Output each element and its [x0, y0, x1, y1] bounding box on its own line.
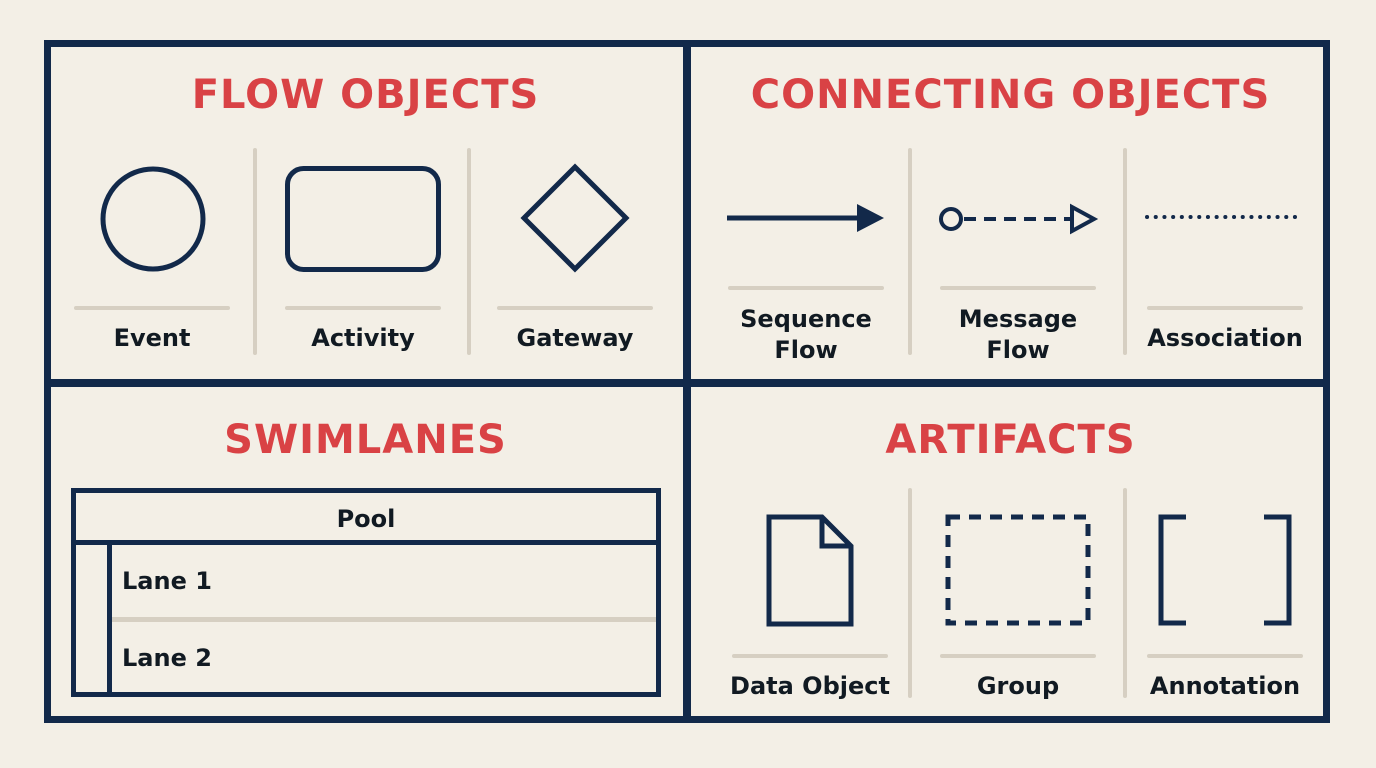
lane-2-label: Lane 2 [122, 644, 212, 672]
artifacts-underline-2 [940, 654, 1096, 658]
artifacts-underline-1 [732, 654, 888, 658]
flow-objects-underline-2 [285, 306, 441, 310]
pool-header: Pool [76, 493, 656, 545]
sequence-flow-label-line-2: Flow [774, 336, 838, 364]
connecting-objects-separator-1 [908, 148, 912, 355]
connecting-objects-underline-1 [728, 286, 884, 290]
activity-label: Activity [311, 324, 415, 352]
association-label: Association [1147, 324, 1303, 352]
data-object-label: Data Object [730, 672, 890, 700]
artifacts-underline-3 [1147, 654, 1303, 658]
rounded-rectangle-icon [285, 166, 441, 272]
flow-objects-underline-3 [497, 306, 653, 310]
quadrant-divider-horizontal [44, 379, 1330, 387]
flow-objects-underline-1 [74, 306, 230, 310]
dashed-arrow-icon [939, 203, 1099, 235]
event-label: Event [113, 324, 191, 352]
gateway-label: Gateway [516, 324, 634, 352]
lane-separator [112, 617, 656, 622]
artifacts-separator-1 [908, 488, 912, 698]
flow-objects-separator-1 [253, 148, 257, 355]
solid-arrow-icon [727, 204, 884, 232]
flow-objects-separator-2 [467, 148, 471, 355]
pool: Pool Lane 1 Lane 2 [71, 488, 661, 697]
lane-1-label: Lane 1 [122, 567, 212, 595]
diamond-icon [520, 163, 630, 273]
annotation-label: Annotation [1149, 672, 1301, 700]
connecting-objects-underline-2 [940, 286, 1096, 290]
artifacts-title: ARTIFACTS [885, 417, 1136, 463]
dotted-line-icon [1145, 215, 1305, 219]
connecting-objects-title: CONNECTING OBJECTS [750, 72, 1271, 118]
connecting-objects-underline-3 [1147, 306, 1303, 310]
message-flow-label-line-2: Flow [986, 336, 1050, 364]
message-flow-label: Message Flow [930, 304, 1106, 366]
document-icon [766, 514, 854, 627]
dashed-rectangle-icon [945, 514, 1091, 626]
pool-label: Pool [336, 505, 396, 533]
artifacts-separator-2 [1123, 488, 1127, 698]
connecting-objects-separator-2 [1123, 148, 1127, 355]
sequence-flow-label: Sequence Flow [718, 304, 894, 366]
swimlanes-title: SWIMLANES [224, 417, 507, 463]
lane-strip [107, 545, 112, 693]
circle-icon [100, 166, 206, 272]
sequence-flow-label-line-1: Sequence [740, 305, 872, 333]
message-flow-label-line-1: Message [958, 305, 1078, 333]
brackets-icon [1158, 514, 1292, 626]
group-label: Group [976, 672, 1060, 700]
flow-objects-title: FLOW OBJECTS [191, 72, 540, 118]
